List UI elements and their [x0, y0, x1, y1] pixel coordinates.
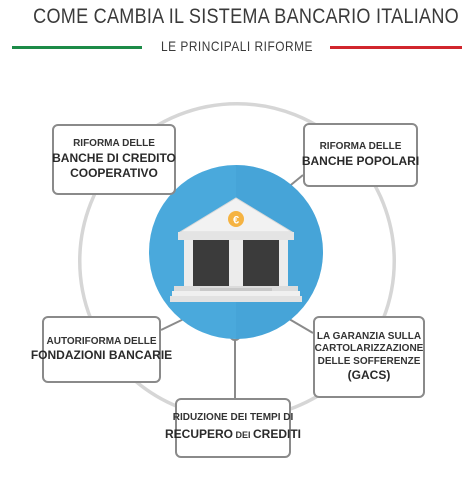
reform-bcc-box: RIFORMA DELLE BANCHE DI CREDITO COOPERAT…	[52, 124, 176, 195]
reform-crediti-line2-c: CREDITI	[253, 427, 302, 442]
page-subtitle: LE PRINCIPALI RIFORME	[160, 38, 313, 54]
reform-fondazioni-box: AUTORIFORMA DELLE FONDAZIONI BANCARIE	[31, 316, 172, 383]
reform-bcc-line2: BANCHE DI CREDITO	[52, 150, 176, 165]
reform-crediti-line2: RECUPERO DEI CREDITI	[165, 424, 301, 444]
reform-popolari-line2: BANCHE POPOLARI	[301, 153, 420, 168]
reform-crediti-line2-a: RECUPERO	[164, 427, 233, 442]
reform-fondazioni-line1: AUTORIFORMA DELLE	[46, 335, 157, 347]
reform-gacs-line1: LA GARANZIA SULLA	[316, 330, 422, 342]
reform-crediti-box: RIDUZIONE DEI TEMPI DI RECUPERO DEI CRED…	[165, 398, 301, 458]
reform-popolari-box: RIFORMA DELLE BANCHE POPOLARI	[301, 123, 420, 187]
reform-crediti-line2-b: DEI	[233, 430, 254, 441]
reform-fondazioni-line2: FONDAZIONI BANCARIE	[30, 348, 173, 363]
reform-gacs-box: LA GARANZIA SULLA CARTOLARIZZAZIONE DELL…	[313, 316, 425, 398]
page-title: COME CAMBIA IL SISTEMA BANCARIO ITALIANO	[33, 5, 459, 28]
reform-crediti-line1: RIDUZIONE DEI TEMPI DI	[172, 411, 294, 423]
reform-bcc-line1: RIFORMA DELLE	[73, 138, 155, 150]
reform-popolari-line1: RIFORMA DELLE	[319, 141, 402, 153]
reform-gacs-line2: CARTOLARIZZAZIONE	[314, 343, 424, 355]
subtitle-row: LE PRINCIPALI RIFORME	[0, 38, 474, 58]
italian-flag-red-bar	[330, 46, 462, 49]
italian-flag-green-bar	[12, 46, 142, 49]
reform-gacs-line4: (GACS)	[347, 368, 391, 383]
reform-bcc-line3: COOPERATIVO	[70, 165, 158, 180]
euro-symbol: €	[233, 215, 239, 227]
reform-gacs-line3: DELLE SOFFERENZE	[317, 355, 421, 367]
bank-building-icon	[170, 197, 302, 302]
